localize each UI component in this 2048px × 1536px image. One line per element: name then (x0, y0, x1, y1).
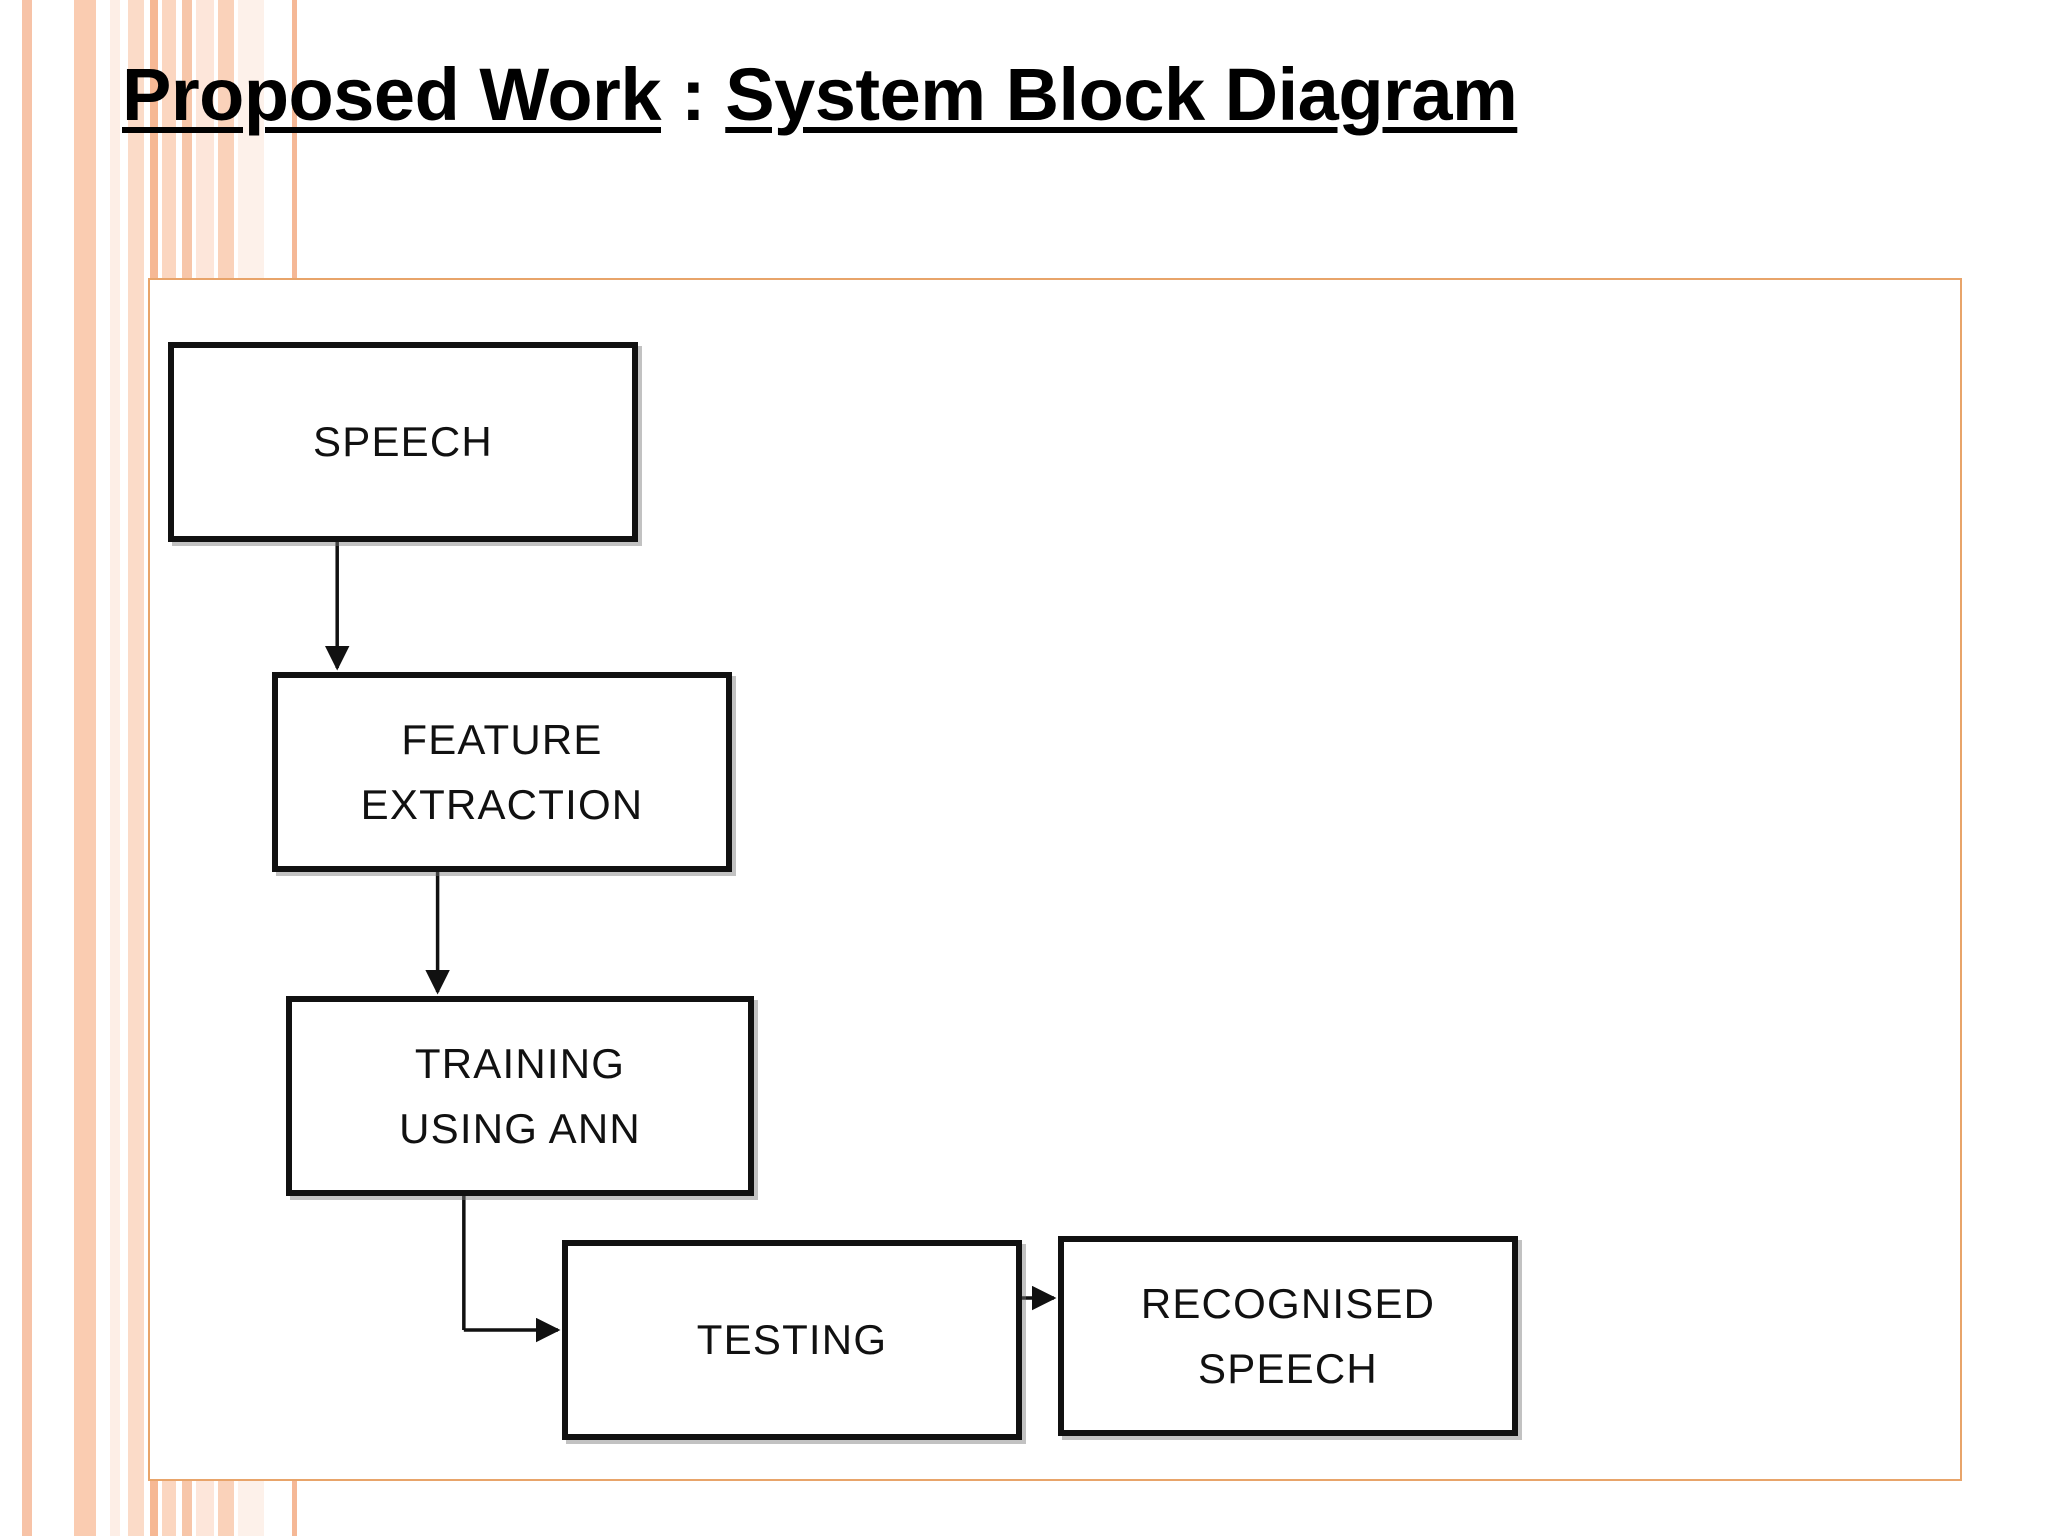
node-label-line: RECOGNISED (1140, 1279, 1436, 1327)
node-label-line: FEATURE (401, 715, 603, 763)
node-label-line: SPEECH (313, 418, 493, 466)
title-part-two: System Block Diagram (725, 53, 1518, 136)
diagram-node-testing: TESTING (562, 1240, 1022, 1440)
content-frame: SPEECH FEATURE EXTRACTION TRAINING USING ANN… (148, 278, 1962, 1481)
decorative-stripe (128, 0, 144, 1536)
title-part-one: Proposed Work (122, 53, 662, 136)
decorative-stripe (110, 0, 120, 1536)
diagram-node-recognised: RECOGNISED SPEECH (1058, 1236, 1518, 1436)
diagram-node-speech: SPEECH (168, 342, 638, 542)
node-label-line: TRAINING (414, 1039, 626, 1087)
decorative-stripe (22, 0, 32, 1536)
diagram-node-training: TRAINING USING ANN (286, 996, 754, 1196)
node-label-line: USING ANN (399, 1105, 641, 1152)
block-diagram: SPEECH FEATURE EXTRACTION TRAINING USING ANN… (150, 280, 1964, 1483)
node-label-line: EXTRACTION (360, 781, 644, 828)
node-label-line: TESTING (696, 1316, 888, 1364)
title-separator: : (661, 53, 726, 136)
node-label-line: SPEECH (1198, 1345, 1378, 1392)
decorative-stripe (74, 0, 96, 1536)
page-title: Proposed Work : System Block Diagram (122, 52, 1518, 137)
diagram-node-feature: FEATURE EXTRACTION (272, 672, 732, 872)
